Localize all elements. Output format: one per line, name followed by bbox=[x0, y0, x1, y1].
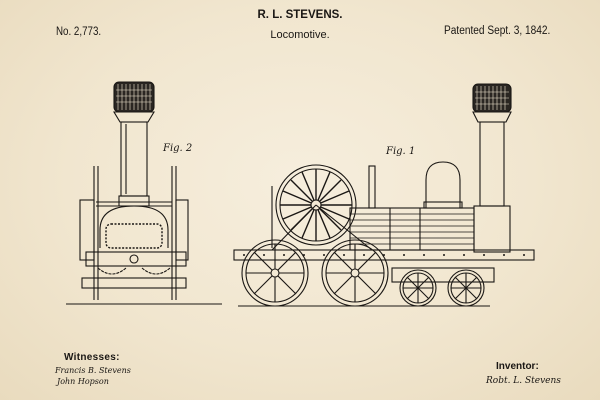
fig1-label: Fig. 1 bbox=[386, 146, 416, 157]
side-smokestack-icon bbox=[472, 83, 512, 253]
smokestack-icon bbox=[113, 81, 155, 207]
wheel-icon bbox=[321, 239, 389, 307]
patent-title: Locomotive. bbox=[270, 29, 330, 41]
wheel-icon bbox=[241, 239, 309, 307]
wheel-icon bbox=[447, 269, 485, 307]
patent-date: Patented Sept. 3, 1842. bbox=[444, 25, 551, 37]
wheel-icon bbox=[399, 269, 437, 307]
patent-number: No. 2,773. bbox=[56, 26, 102, 38]
fig2-label: Fig. 2 bbox=[163, 143, 193, 154]
inventor-signature: Robt. L. Stevens bbox=[486, 376, 561, 386]
witness-signature-1: Francis B. Stevens bbox=[55, 366, 131, 375]
inventor-name-heading: R. L. STEVENS. bbox=[257, 9, 343, 21]
inventor-label: Inventor: bbox=[496, 361, 539, 372]
witness-signature-2: John Hopson bbox=[57, 377, 109, 386]
witnesses-label: Witnesses: bbox=[64, 352, 120, 363]
